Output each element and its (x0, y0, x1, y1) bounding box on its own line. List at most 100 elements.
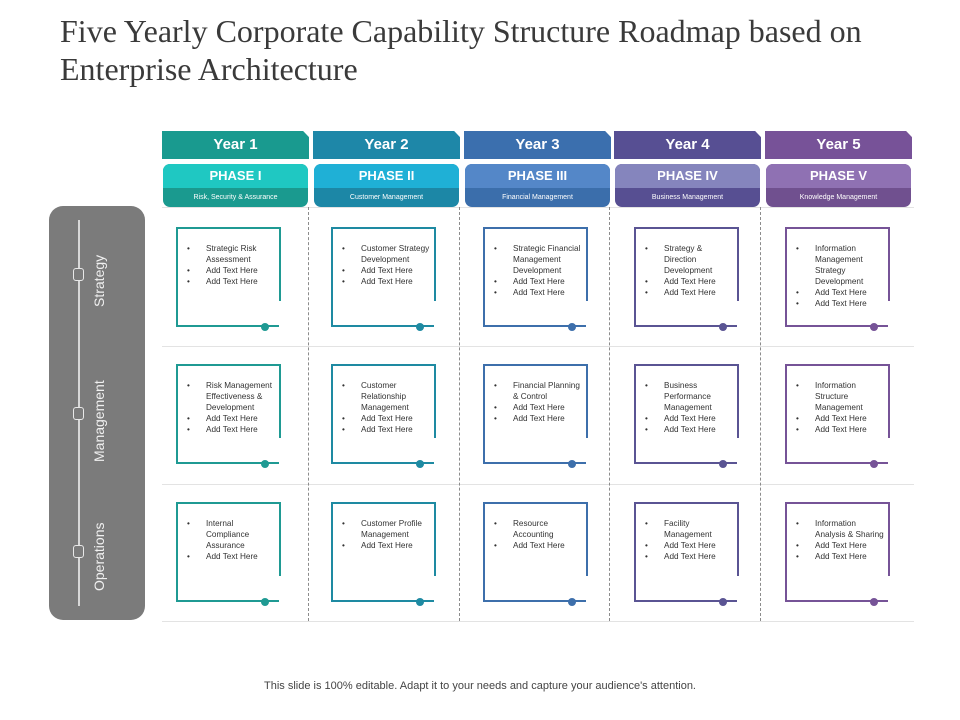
card-bullet-item: Add Text Here (642, 540, 734, 551)
year-tab: Year 2 (313, 131, 460, 159)
column-divider (760, 207, 761, 621)
card-bullet-item: Resource Accounting (491, 518, 583, 540)
card-bullet-item: Customer Strategy Development (339, 243, 431, 265)
card-dot (261, 460, 269, 468)
phase-subtitle: Customer Management (349, 194, 424, 201)
card-frame-gap (279, 438, 283, 466)
card-bullet-item: Add Text Here (642, 287, 734, 298)
card-frame-gap (279, 301, 283, 329)
capability-card: Strategic Financial Management Developme… (483, 227, 590, 331)
card-frame-gap (434, 438, 438, 466)
card-bullet-item: Add Text Here (184, 551, 276, 562)
rail-label-operations: Operations (91, 522, 107, 591)
card-bullet-item: Add Text Here (491, 413, 583, 424)
row-divider (162, 484, 914, 485)
card-bullet-item: Add Text Here (642, 413, 734, 424)
card-frame-gap (737, 576, 741, 604)
card-frame-gap (737, 301, 741, 329)
card-frame (634, 364, 739, 464)
card-bullet-item: Information Structure Management (793, 380, 885, 413)
card-bullet-list: Information Structure ManagementAdd Text… (793, 380, 885, 435)
card-bullet-item: Information Analysis & Sharing (793, 518, 885, 540)
phase-subtitle: Risk, Security & Assurance (193, 194, 278, 201)
card-bullet-item: Strategic Risk Assessment (184, 243, 276, 265)
card-bullet-list: Risk Management Effectiveness & Developm… (184, 380, 276, 435)
card-bullet-item: Add Text Here (793, 287, 885, 298)
capability-card: Information Management Strategy Developm… (785, 227, 892, 331)
card-dot (870, 323, 878, 331)
card-bullet-item: Facility Management (642, 518, 734, 540)
card-frame (331, 364, 436, 464)
card-bullet-item: Add Text Here (793, 551, 885, 562)
card-bullet-item: Add Text Here (184, 424, 276, 435)
card-bullet-item: Add Text Here (793, 540, 885, 551)
card-bullet-item: Add Text Here (184, 413, 276, 424)
phase-name: PHASE I (163, 164, 308, 188)
card-frame (483, 227, 588, 327)
capability-card: Customer Relationship ManagementAdd Text… (331, 364, 438, 468)
year-tab: Year 3 (464, 131, 611, 159)
card-bullet-item: Add Text Here (642, 551, 734, 562)
column-divider (308, 207, 309, 621)
card-bullet-item: Add Text Here (339, 276, 431, 287)
phase-subtitle: Knowledge Management (799, 194, 878, 201)
capability-card: Resource AccountingAdd Text Here (483, 502, 590, 606)
card-bullet-item: Add Text Here (491, 402, 583, 413)
phase-name: PHASE II (314, 164, 459, 188)
capability-card: Information Structure ManagementAdd Text… (785, 364, 892, 468)
capability-card: Business Performance ManagementAdd Text … (634, 364, 741, 468)
capability-card: Strategy & Direction DevelopmentAdd Text… (634, 227, 741, 331)
card-bullet-item: Add Text Here (793, 298, 885, 309)
phase-subtitle: Financial Management (502, 194, 573, 201)
card-bullet-list: Strategic Financial Management Developme… (491, 243, 583, 298)
card-dot (568, 598, 576, 606)
card-frame (785, 502, 890, 602)
phase-name: PHASE IV (615, 164, 760, 188)
card-bullet-list: Strategy & Direction DevelopmentAdd Text… (642, 243, 734, 298)
card-bullet-item: Internal Compliance Assurance (184, 518, 276, 551)
card-bullet-item: Add Text Here (491, 276, 583, 287)
card-bullet-item: Add Text Here (339, 540, 431, 551)
card-bullet-item: Financial Planning & Control (491, 380, 583, 402)
row-divider (162, 207, 914, 208)
rail-label-strategy: Strategy (91, 254, 107, 307)
phase-name: PHASE III (465, 164, 610, 188)
card-frame-gap (888, 438, 892, 466)
card-frame-gap (586, 576, 590, 604)
card-frame (483, 364, 588, 464)
card-frame-gap (434, 576, 438, 604)
rail-label-management: Management (91, 380, 107, 462)
card-frame (176, 502, 281, 602)
capability-card: Financial Planning & ControlAdd Text Her… (483, 364, 590, 468)
card-bullet-item: Customer Relationship Management (339, 380, 431, 413)
card-bullet-list: Internal Compliance AssuranceAdd Text He… (184, 518, 276, 562)
column-divider (459, 207, 460, 621)
card-dot (719, 598, 727, 606)
card-bullet-list: Business Performance ManagementAdd Text … (642, 380, 734, 435)
phase-box: PHASE III Financial Management (465, 164, 610, 207)
card-frame (176, 364, 281, 464)
card-dot (568, 460, 576, 468)
card-dot (416, 598, 424, 606)
card-dot (719, 460, 727, 468)
card-bullet-item: Business Performance Management (642, 380, 734, 413)
row-divider (162, 621, 914, 622)
capability-rail: Strategy Management Operations (49, 206, 145, 620)
card-bullet-item: Add Text Here (793, 413, 885, 424)
footer-note: This slide is 100% editable. Adapt it to… (264, 680, 696, 692)
card-frame (634, 227, 739, 327)
card-bullet-list: Customer Profile ManagementAdd Text Here (339, 518, 431, 551)
year-tab: Year 5 (765, 131, 912, 159)
year-tab: Year 1 (162, 131, 309, 159)
card-bullet-item: Add Text Here (642, 276, 734, 287)
year-tab: Year 4 (614, 131, 761, 159)
card-bullet-item: Add Text Here (491, 540, 583, 551)
card-dot (261, 598, 269, 606)
card-bullet-item: Add Text Here (339, 413, 431, 424)
card-dot (261, 323, 269, 331)
phase-box: PHASE V Knowledge Management (766, 164, 911, 207)
card-bullet-list: Resource AccountingAdd Text Here (491, 518, 583, 551)
phase-name: PHASE V (766, 164, 911, 188)
card-bullet-list: Strategic Risk AssessmentAdd Text HereAd… (184, 243, 276, 287)
